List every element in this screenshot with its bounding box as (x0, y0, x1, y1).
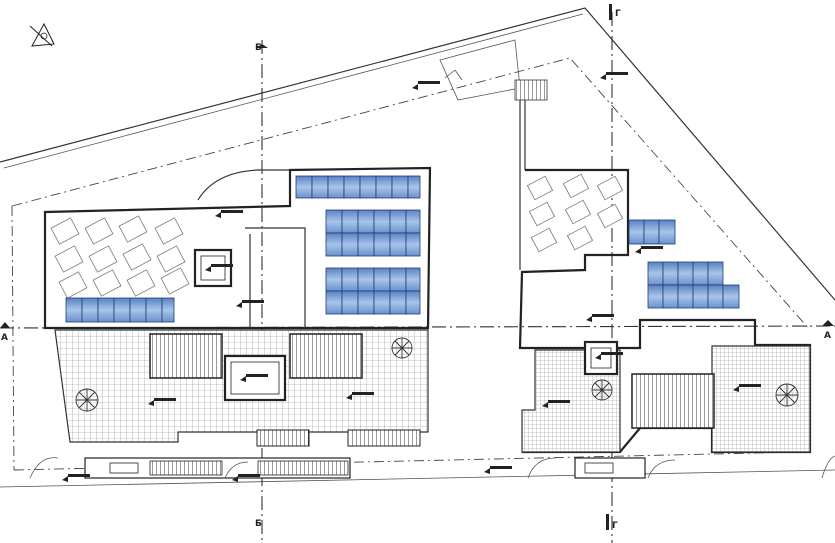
tree-symbol-icon (75, 337, 413, 412)
section-label-a-right: А (824, 331, 831, 341)
section-cut-marker-icon: Б Б Г Г А А (0, 4, 834, 531)
solar-panels-left (65, 175, 421, 323)
elevation-marker-icon (62, 72, 761, 482)
section-label-a-left: А (1, 333, 8, 343)
site-boundary (0, 7, 835, 488)
section-label-g-bottom: Г (612, 521, 618, 531)
entrance-stair (439, 39, 548, 270)
tilted-panels-right (526, 173, 624, 253)
solar-panels-right (628, 219, 740, 309)
section-label-b-bottom: Б (255, 519, 262, 529)
boundary-wall-left (29, 457, 351, 479)
right-building (518, 168, 812, 454)
boundary-wall-right (527, 455, 835, 479)
tilted-panels-left (50, 215, 190, 299)
section-label-g-top: Г (615, 9, 621, 19)
left-building (43, 166, 432, 447)
tree-symbol-icon (591, 379, 799, 407)
section-label-b-top: Б (255, 43, 262, 53)
north-arrow-icon (29, 22, 55, 47)
setback-line (11, 57, 811, 471)
